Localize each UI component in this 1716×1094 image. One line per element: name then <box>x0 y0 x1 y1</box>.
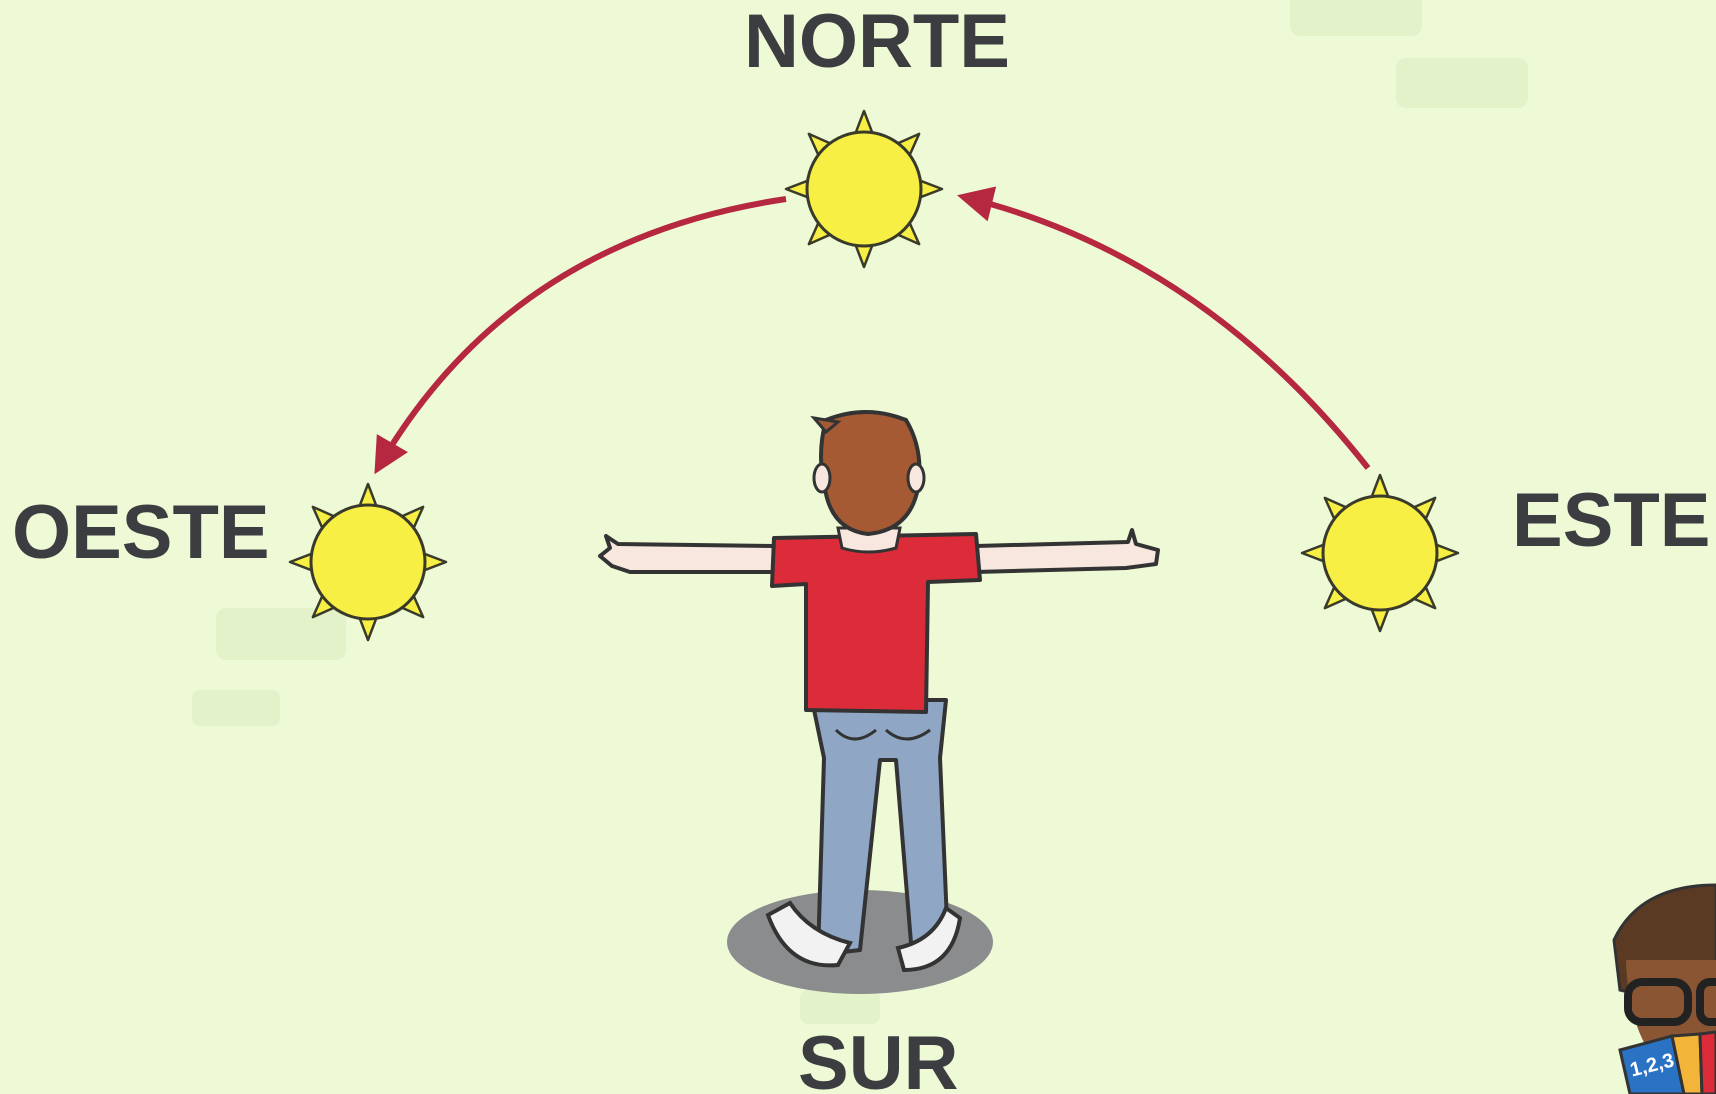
sun-disc <box>309 503 427 621</box>
sun-icon <box>1300 473 1460 633</box>
arc-arrow-west <box>374 196 787 475</box>
sun-disc <box>1321 494 1439 612</box>
label-west: OESTE <box>12 490 270 575</box>
person-arms-outstretched <box>598 410 1160 994</box>
arc-arrow-east <box>957 186 1371 470</box>
sun-icon <box>288 482 448 642</box>
reading-child-mascot: 1,2,3 <box>1612 883 1716 1094</box>
sun-disc <box>805 130 923 248</box>
label-north: NORTE <box>744 0 1010 84</box>
label-south: SUR <box>798 1021 959 1094</box>
sun-icon <box>784 109 944 269</box>
background-patches <box>192 0 1528 1024</box>
label-east: ESTE <box>1512 478 1711 563</box>
